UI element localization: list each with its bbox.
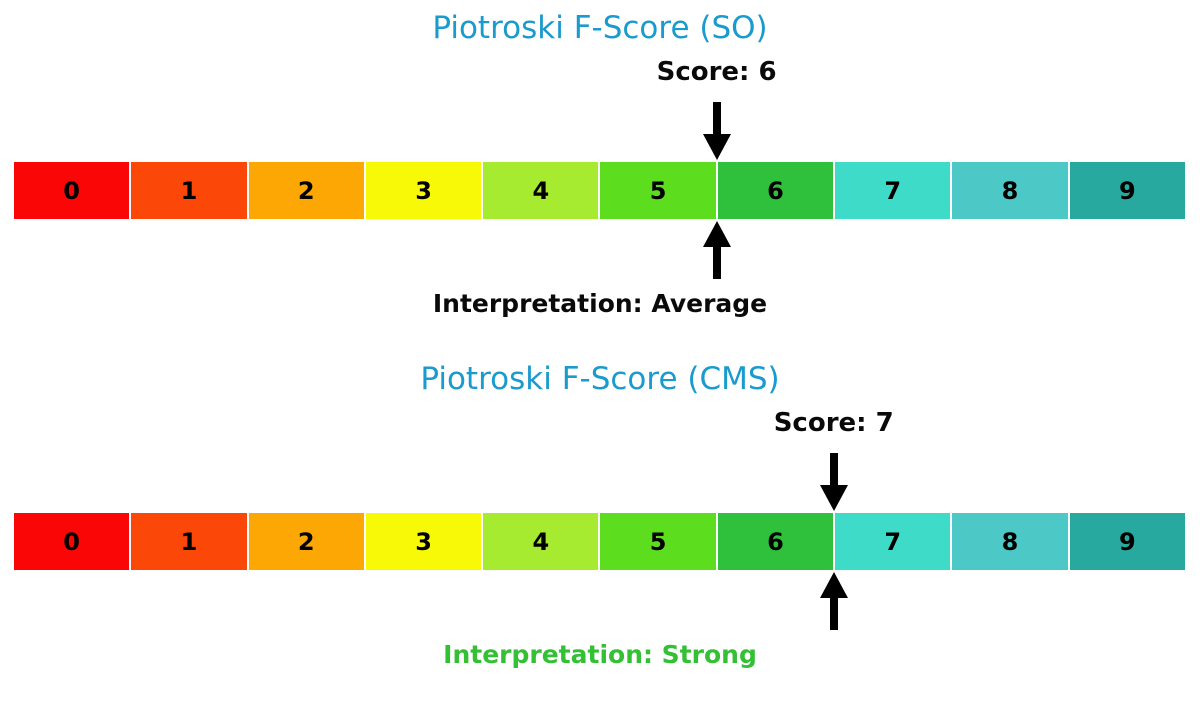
scale-cell-2: 2 <box>248 162 364 219</box>
scale-cell-9: 9 <box>1069 513 1185 570</box>
scale-cell-0: 0 <box>14 162 130 219</box>
score-label: Score: 7 <box>773 408 894 438</box>
scale-cell-6: 6 <box>717 162 834 219</box>
scale-cell-3: 3 <box>365 513 482 570</box>
scale-cell-5: 5 <box>600 513 716 570</box>
scale-cell-0: 0 <box>14 513 130 570</box>
scale-cell-5: 5 <box>600 162 716 219</box>
scale-cell-1: 1 <box>131 162 247 219</box>
chart-title: Piotroski F-Score (CMS) <box>420 361 780 397</box>
score-down-arrow-icon <box>702 102 731 160</box>
scale-cell-6: 6 <box>717 513 834 570</box>
scale-cell-2: 2 <box>248 513 364 570</box>
scale-cell-7: 7 <box>835 513 951 570</box>
scale-cell-3: 3 <box>365 162 482 219</box>
score-label: Score: 6 <box>656 57 777 87</box>
scale-cell-4: 4 <box>483 162 599 219</box>
scale-cell-7: 7 <box>835 162 951 219</box>
scale-cell-8: 8 <box>952 162 1068 219</box>
scale-cell-8: 8 <box>952 513 1068 570</box>
scale-cell-4: 4 <box>483 513 599 570</box>
score-up-arrow-icon <box>702 221 731 279</box>
score-up-arrow-icon <box>819 572 848 630</box>
scale-cell-9: 9 <box>1069 162 1185 219</box>
scale-cell-1: 1 <box>131 513 247 570</box>
interpretation-label: Interpretation: Average <box>432 289 768 318</box>
score-down-arrow-icon <box>819 453 848 511</box>
interpretation-label: Interpretation: Strong <box>443 640 757 669</box>
chart-title: Piotroski F-Score (SO) <box>432 10 768 46</box>
